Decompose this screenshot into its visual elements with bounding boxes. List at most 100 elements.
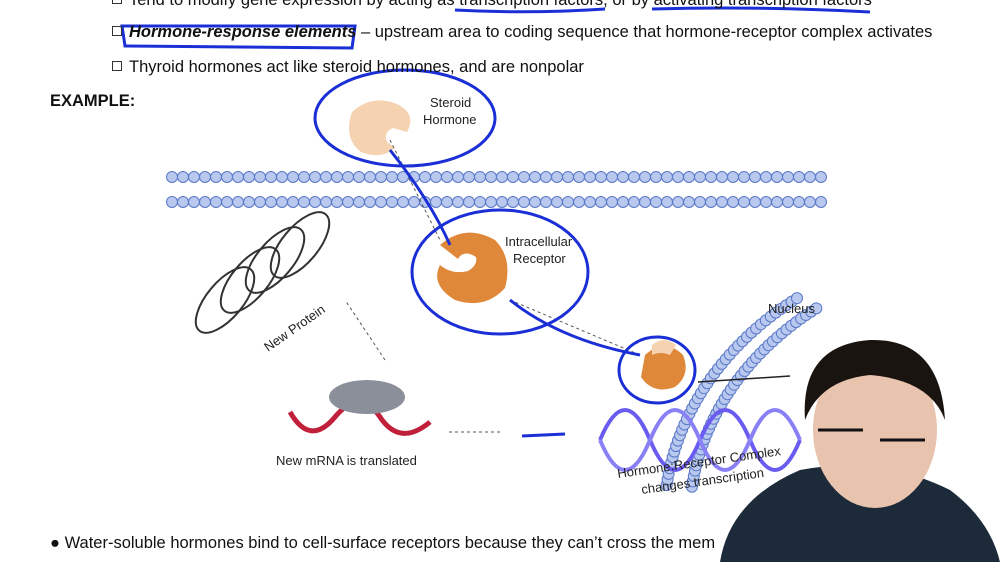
phospholipid-head	[771, 171, 783, 183]
phospholipid-head	[342, 171, 354, 183]
transcription-arrow	[697, 375, 791, 383]
phospholipid-head	[364, 196, 376, 208]
note-text: Water-soluble hormones bind to cell-surf…	[64, 534, 716, 552]
phospholipid-head	[342, 196, 354, 208]
note-text: Tend to modify gene expression by acting…	[129, 0, 872, 9]
phospholipid-head	[177, 171, 189, 183]
checkbox-icon	[112, 61, 122, 71]
phospholipid-head	[452, 171, 464, 183]
phospholipid-head	[672, 196, 684, 208]
phospholipid-head	[298, 196, 310, 208]
phospholipid-head	[199, 171, 211, 183]
phospholipid-head	[782, 196, 794, 208]
phospholipid-head	[540, 196, 552, 208]
phospholipid-head	[166, 196, 178, 208]
presenter-video	[720, 339, 1000, 562]
phospholipid-head	[551, 171, 563, 183]
phospholipid-head	[408, 196, 420, 208]
phospholipid-head	[628, 171, 640, 183]
phospholipid-head	[331, 196, 343, 208]
phospholipid-head	[309, 196, 321, 208]
receptor-label-1: Intracellular	[505, 234, 573, 249]
phospholipid-head	[518, 196, 530, 208]
note-line-3: Thyroid hormones act like steroid hormon…	[112, 58, 584, 77]
phospholipid-head	[353, 171, 365, 183]
phospholipid-head	[595, 171, 607, 183]
nucleus-label: Nucleus	[768, 301, 815, 316]
phospholipid-head	[375, 196, 387, 208]
phospholipid-head	[188, 196, 200, 208]
phospholipid-head	[727, 171, 739, 183]
phospholipid-head	[254, 196, 266, 208]
phospholipid-head	[617, 196, 629, 208]
phospholipid-head	[309, 171, 321, 183]
phospholipid-head	[815, 171, 827, 183]
phospholipid-head	[419, 171, 431, 183]
phospholipid-head	[628, 196, 640, 208]
phospholipid-head	[254, 171, 266, 183]
phospholipid-head	[485, 171, 497, 183]
phospholipid-head	[397, 196, 409, 208]
phospholipid-head	[441, 171, 453, 183]
note-line-2: Hormone-response elements – upstream are…	[112, 23, 932, 42]
dna-helix-icon	[598, 408, 802, 472]
phospholipid-head	[606, 196, 618, 208]
annotation-ink	[120, 6, 871, 438]
note-line-1: Tend to modify gene expression by acting…	[112, 0, 872, 10]
phospholipid-head	[738, 171, 750, 183]
mrna-label: New mRNA is translated	[276, 453, 417, 468]
phospholipid-head	[210, 196, 222, 208]
phospholipid-head	[584, 171, 596, 183]
phospholipid-head	[749, 171, 761, 183]
phospholipid-head	[760, 171, 772, 183]
note-text: – upstream area to coding sequence that …	[356, 23, 933, 41]
phospholipid-head	[386, 171, 398, 183]
phospholipid-head	[353, 196, 365, 208]
phospholipid-head	[364, 171, 376, 183]
phospholipid-head	[474, 196, 486, 208]
phospholipid-head	[529, 171, 541, 183]
phospholipid-head	[661, 196, 673, 208]
phospholipid-head	[441, 196, 453, 208]
phospholipid-head	[474, 171, 486, 183]
phospholipid-head	[507, 171, 519, 183]
phospholipid-head	[683, 196, 695, 208]
phospholipid-head	[243, 196, 255, 208]
example-heading: EXAMPLE:	[50, 92, 136, 110]
phospholipid-head	[177, 196, 189, 208]
phospholipid-head	[562, 196, 574, 208]
phospholipid-head	[584, 196, 596, 208]
receptor-shape	[437, 232, 508, 304]
phospholipid-head	[716, 171, 728, 183]
phospholipid-head	[639, 171, 651, 183]
phospholipid-head	[771, 196, 783, 208]
phospholipid-head	[804, 196, 816, 208]
phospholipid-head	[386, 196, 398, 208]
phospholipid-head	[210, 171, 222, 183]
phospholipid-head	[793, 171, 805, 183]
phospholipid-head	[287, 171, 299, 183]
phospholipid-head	[672, 171, 684, 183]
phospholipid-head	[705, 196, 717, 208]
phospholipid-head	[804, 171, 816, 183]
phospholipid-head	[650, 171, 662, 183]
phospholipid-head	[452, 196, 464, 208]
phospholipid-head	[221, 196, 233, 208]
phospholipid-head	[738, 196, 750, 208]
phospholipid-head	[188, 171, 200, 183]
phospholipid-head	[661, 171, 673, 183]
steroid-label-2: Hormone	[423, 112, 476, 127]
phospholipid-head	[790, 292, 803, 305]
phospholipid-head	[727, 196, 739, 208]
phospholipid-head	[430, 196, 442, 208]
phospholipid-head	[683, 171, 695, 183]
term-hormone-response-elements: Hormone-response elements	[129, 23, 357, 41]
phospholipid-head	[782, 171, 794, 183]
phospholipid-head	[166, 171, 178, 183]
phospholipid-head	[265, 196, 277, 208]
phospholipid-head	[815, 196, 827, 208]
phospholipid-head	[606, 171, 618, 183]
phospholipid-head	[639, 196, 651, 208]
phospholipid-head	[320, 196, 332, 208]
